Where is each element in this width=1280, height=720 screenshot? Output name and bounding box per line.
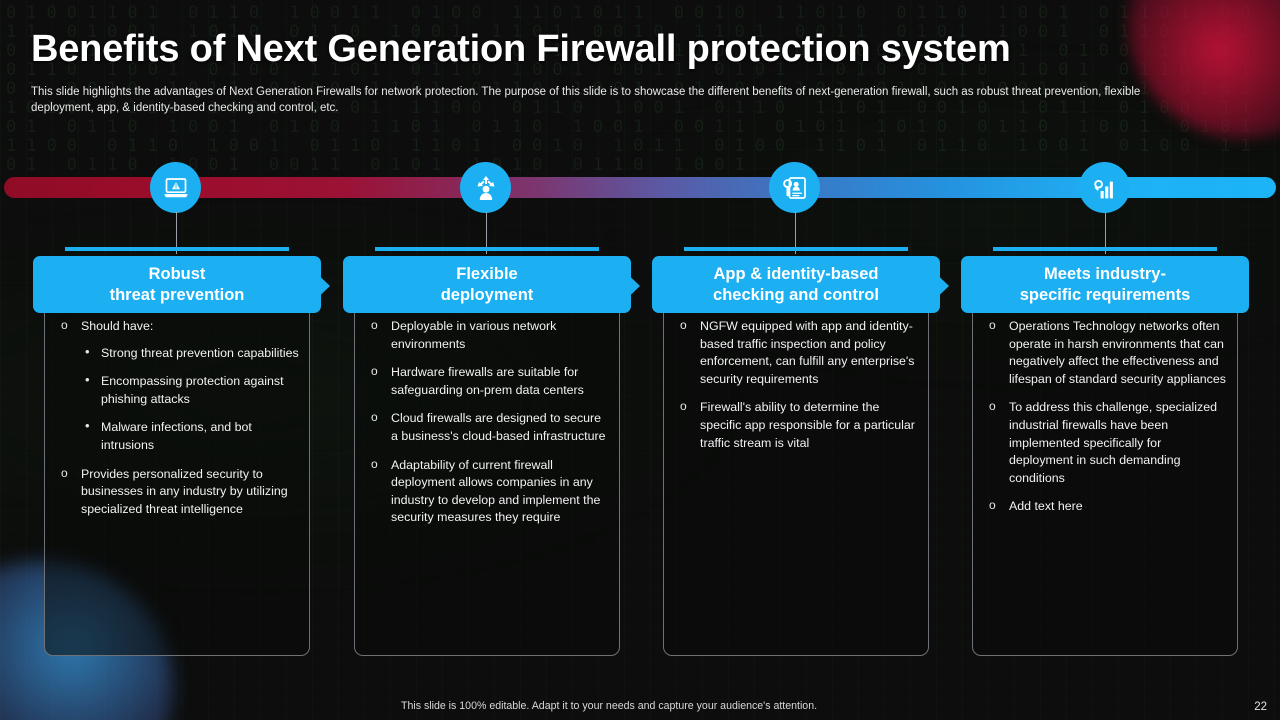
- flow-arrow-1: [308, 265, 330, 307]
- card-title-line2-1: threat prevention: [109, 285, 245, 304]
- page-subtitle: This slide highlights the advantages of …: [31, 86, 1141, 114]
- list-item: To address this challenge, specialized i…: [982, 398, 1227, 487]
- card-title-line2-2: deployment: [440, 285, 534, 304]
- card-header-3: App & identity-based checking and contro…: [652, 256, 940, 313]
- card-header-1: Robust threat prevention: [33, 256, 321, 313]
- card-top-accent-2: [375, 247, 599, 251]
- flow-arrow-2: [618, 265, 640, 307]
- person-arrows-icon: [472, 174, 500, 202]
- laptop-warning-icon: [162, 174, 190, 202]
- card-title-line1-3: App & identity-based: [713, 264, 879, 283]
- card-header-4: Meets industry- specific requirements: [961, 256, 1249, 313]
- timeline-node-3[interactable]: [769, 162, 820, 213]
- sub-bullet-list: Strong threat prevention capabilities En…: [81, 343, 299, 455]
- benefit-card-2[interactable]: Flexible deployment Deployable in variou…: [343, 247, 631, 656]
- list-item: Adaptability of current firewall deploym…: [364, 456, 609, 527]
- list-item: Cloud firewalls are designed to secure a…: [364, 409, 609, 445]
- timeline-gradient-bar: [4, 177, 1276, 198]
- bullet-list-3: NGFW equipped with app and identity-base…: [673, 317, 918, 452]
- list-item: Operations Technology networks often ope…: [982, 317, 1227, 388]
- benefit-card-3[interactable]: App & identity-based checking and contro…: [652, 247, 940, 656]
- id-card-search-icon: [781, 174, 809, 202]
- connector-stem-2: [486, 212, 487, 254]
- page-title: Benefits of Next Generation Firewall pro…: [31, 28, 1011, 70]
- card-title-line2-3: checking and control: [713, 285, 879, 304]
- card-title-line1-2: Flexible: [456, 264, 518, 283]
- list-item: Deployable in various network environmen…: [364, 317, 609, 353]
- page-number: 22: [1254, 701, 1267, 713]
- list-item: Hardware firewalls are suitable for safe…: [364, 363, 609, 399]
- sub-list-item: Encompassing protection against phishing…: [81, 371, 299, 408]
- bullet-text: Should have:: [81, 319, 154, 333]
- sub-list-item: Strong threat prevention capabilities: [81, 343, 299, 363]
- card-header-2: Flexible deployment: [343, 256, 631, 313]
- card-top-accent-1: [65, 247, 289, 251]
- bullet-list-1: Should have: Strong threat prevention ca…: [54, 317, 299, 519]
- card-body-4: Operations Technology networks often ope…: [972, 284, 1238, 656]
- bullet-list-4: Operations Technology networks often ope…: [982, 317, 1227, 516]
- card-body-2: Deployable in various network environmen…: [354, 284, 620, 656]
- card-body-1: Should have: Strong threat prevention ca…: [44, 284, 310, 656]
- benefit-card-1[interactable]: Robust threat prevention Should have: St…: [33, 247, 321, 656]
- timeline-node-1[interactable]: [150, 162, 201, 213]
- bullet-list-2: Deployable in various network environmen…: [364, 317, 609, 527]
- card-top-accent-4: [993, 247, 1217, 251]
- connector-stem-3: [795, 212, 796, 254]
- benefit-card-4[interactable]: Meets industry- specific requirements Op…: [961, 247, 1249, 656]
- card-body-3: NGFW equipped with app and identity-base…: [663, 284, 929, 656]
- flow-arrow-3: [927, 265, 949, 307]
- connector-stem-4: [1105, 212, 1106, 254]
- bar-chart-search-icon: [1091, 174, 1119, 202]
- timeline-node-2[interactable]: [460, 162, 511, 213]
- card-top-accent-3: [684, 247, 908, 251]
- list-item: Firewall's ability to determine the spec…: [673, 398, 918, 452]
- list-item: Add text here: [982, 497, 1227, 516]
- timeline-node-4[interactable]: [1079, 162, 1130, 213]
- card-title-line2-4: specific requirements: [1019, 285, 1191, 304]
- connector-stem-1: [176, 212, 177, 254]
- list-item: Should have: Strong threat prevention ca…: [54, 317, 299, 455]
- sub-list-item: Malware infections, and bot intrusions: [81, 417, 299, 454]
- list-item: Provides personalized security to busine…: [54, 465, 299, 519]
- card-title-line1-1: Robust: [148, 264, 206, 283]
- card-title-line1-4: Meets industry-: [1044, 264, 1166, 283]
- list-item: NGFW equipped with app and identity-base…: [673, 317, 918, 388]
- footer-note: This slide is 100% editable. Adapt it to…: [401, 700, 818, 712]
